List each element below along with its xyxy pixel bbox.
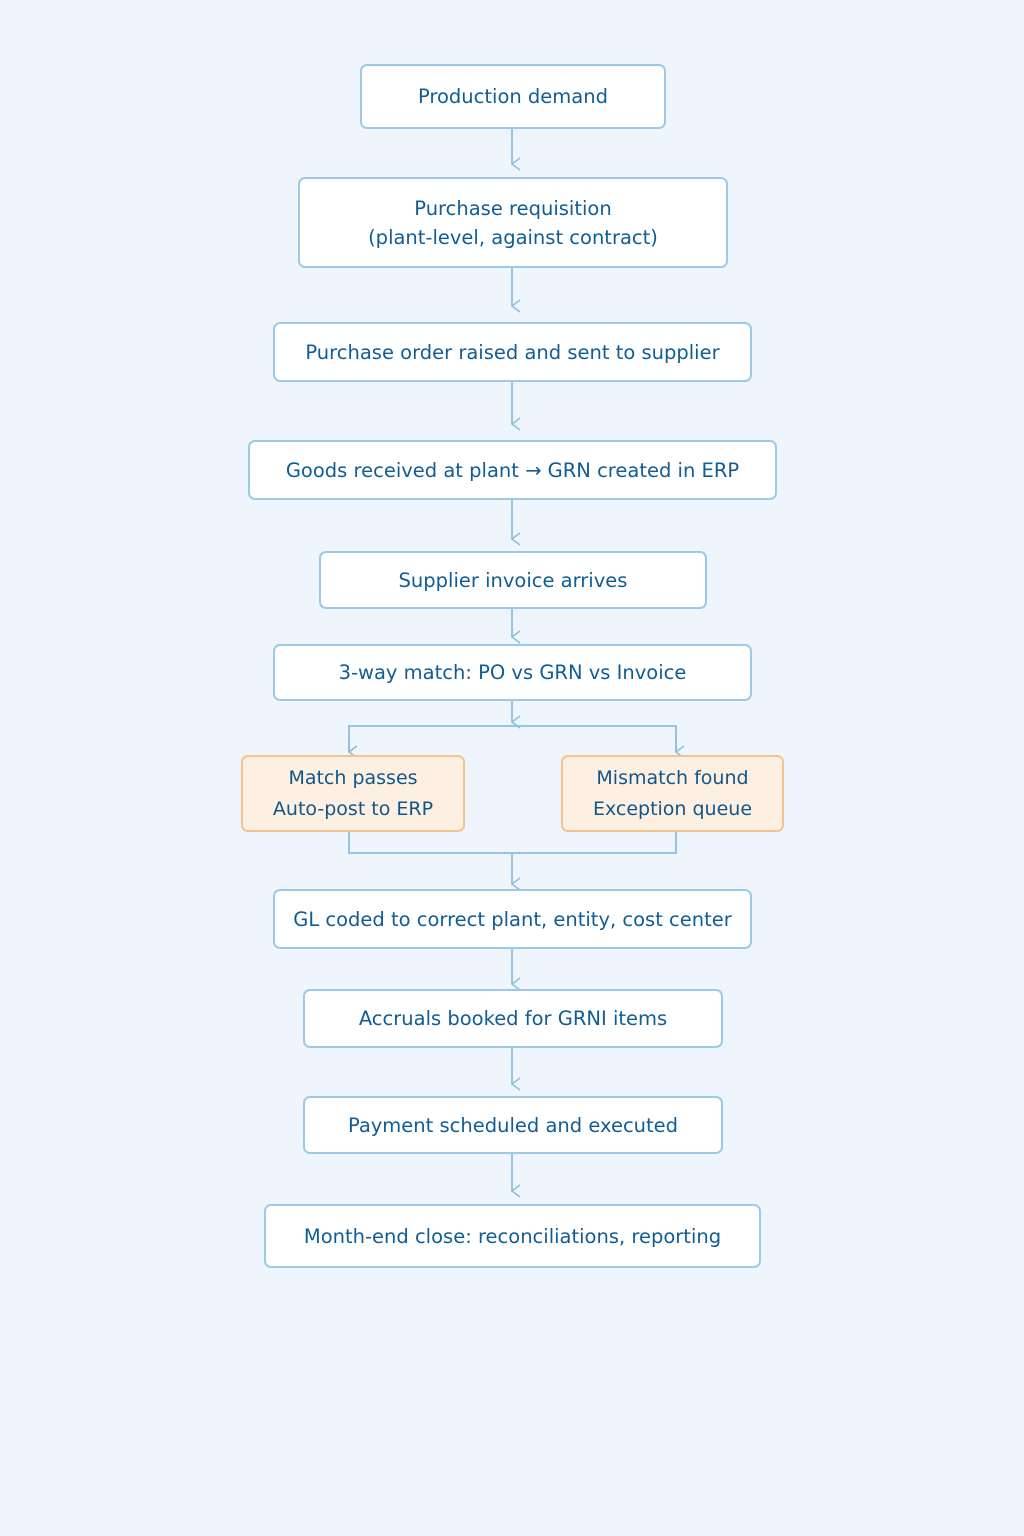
- node-label: Payment scheduled and executed: [347, 1113, 679, 1137]
- node-label: 3-way match: PO vs GRN vs Invoice: [338, 661, 687, 684]
- node-label: Match passes: [288, 766, 418, 789]
- node-label: Purchase order raised and sent to suppli…: [305, 340, 720, 364]
- node-label: Purchase requisition: [414, 196, 612, 220]
- split-bar: [348, 725, 677, 752]
- node-purchase-requisition: Purchase requisition (plant-level, again…: [298, 177, 728, 268]
- node-accruals: Accruals booked for GRNI items: [303, 989, 723, 1048]
- node-payment: Payment scheduled and executed: [303, 1096, 723, 1154]
- node-sublabel: Auto-post to ERP: [272, 797, 434, 820]
- node-purchase-order: Purchase order raised and sent to suppli…: [273, 322, 752, 382]
- merge-bar: [348, 831, 677, 854]
- node-label: Mismatch found: [596, 766, 749, 789]
- node-goods-received: Goods received at plant → GRN created in…: [248, 440, 777, 500]
- node-mismatch-found: Mismatch found Exception queue: [561, 755, 784, 832]
- node-label: Month-end close: reconciliations, report…: [304, 1222, 721, 1251]
- node-three-way-match: 3-way match: PO vs GRN vs Invoice: [273, 644, 752, 701]
- node-label: Supplier invoice arrives: [398, 568, 628, 592]
- node-supplier-invoice: Supplier invoice arrives: [319, 551, 707, 609]
- node-label: Goods received at plant → GRN created in…: [285, 458, 740, 482]
- node-gl-coded: GL coded to correct plant, entity, cost …: [273, 889, 752, 949]
- node-month-end-close: Month-end close: reconciliations, report…: [264, 1204, 761, 1268]
- node-label-rest: reconciliations, reporting: [471, 1224, 722, 1248]
- node-label: Production demand: [417, 85, 608, 108]
- node-match-passes: Match passes Auto-post to ERP: [241, 755, 465, 832]
- node-production-demand: Production demand: [360, 64, 666, 129]
- node-label: Accruals booked for GRNI items: [358, 1007, 668, 1030]
- node-sublabel: Exception queue: [592, 797, 753, 820]
- node-label: GL coded to correct plant, entity, cost …: [293, 907, 732, 931]
- node-sublabel: (plant-level, against contract): [368, 225, 658, 249]
- node-label-lead: Month-end close:: [303, 1224, 472, 1248]
